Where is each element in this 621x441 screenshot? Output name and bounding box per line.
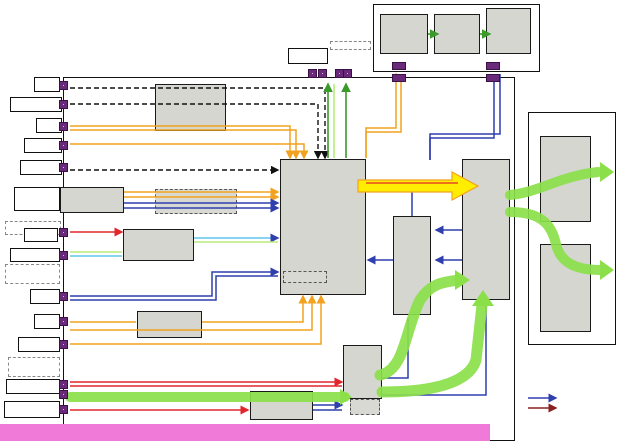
green-flow-rise-1 [374, 274, 466, 381]
switch-block [462, 159, 510, 300]
orange-line-7 [202, 294, 308, 323]
orange-line-10 [365, 72, 401, 158]
port-left-11 [59, 380, 68, 389]
central-sub-block [283, 271, 327, 283]
bottom-highlight-bar [0, 424, 490, 441]
port-left-8 [59, 292, 68, 301]
green-flow-head-5 [455, 270, 470, 290]
input-tab-14 [8, 357, 60, 377]
mid-left-block [123, 229, 194, 261]
port-module-4 [486, 74, 500, 82]
port-top-2 [318, 69, 327, 78]
main-bus-arrow [357, 170, 480, 202]
port-left-3 [59, 122, 68, 131]
tab-top [288, 48, 328, 64]
blue-line-4 [70, 275, 278, 301]
green-flow-out-1 [505, 167, 603, 200]
green-flow-out-2 [505, 207, 605, 275]
port-left-2 [59, 100, 68, 109]
orange-line-2 [70, 129, 301, 160]
input-block-dashed [155, 189, 237, 214]
dashed-line-1 [70, 87, 330, 160]
input-tab-6 [14, 187, 60, 211]
port-module-1 [392, 62, 406, 70]
port-module-2 [392, 74, 406, 82]
port-left-1 [59, 81, 68, 90]
green-flow-head-2 [600, 162, 614, 182]
green-flow-rise-2 [376, 299, 488, 398]
input-tab-10 [5, 264, 60, 284]
orange-line-3 [70, 143, 309, 160]
lower-left-block [137, 311, 202, 338]
input-tab-8 [24, 228, 58, 242]
port-left-5 [59, 163, 68, 172]
output-module-frame [528, 112, 616, 345]
port-module-3 [486, 62, 500, 70]
top-block-1 [380, 14, 428, 54]
port-left-9 [59, 317, 68, 326]
blue-line-9 [429, 74, 495, 160]
port-left-12 [59, 390, 68, 399]
green-flow-head-1 [340, 389, 352, 405]
green-flow-head-3 [600, 260, 614, 280]
port-left-7 [59, 251, 68, 260]
bottom-center-sub-block [350, 399, 380, 415]
top-module-frame [373, 4, 540, 72]
port-top-4 [343, 69, 352, 78]
orange-line-8 [70, 294, 317, 331]
input-block-left [60, 187, 124, 213]
orange-line-9 [70, 294, 326, 345]
green-flow-head-4 [472, 290, 494, 306]
orange-line-1 [70, 125, 295, 160]
port-left-10 [59, 340, 68, 349]
port-left-13 [59, 405, 68, 414]
dashed-tab-top [330, 41, 371, 50]
blue-line-8 [429, 74, 501, 160]
port-left-4 [59, 141, 68, 150]
top-block-3 [486, 8, 531, 54]
port-left-6 [59, 228, 68, 237]
dashed-line-2 [70, 103, 323, 160]
blue-line-3 [70, 267, 280, 297]
upper-left-block [155, 84, 226, 131]
port-top-1 [308, 69, 317, 78]
orange-line-11 [365, 74, 402, 158]
